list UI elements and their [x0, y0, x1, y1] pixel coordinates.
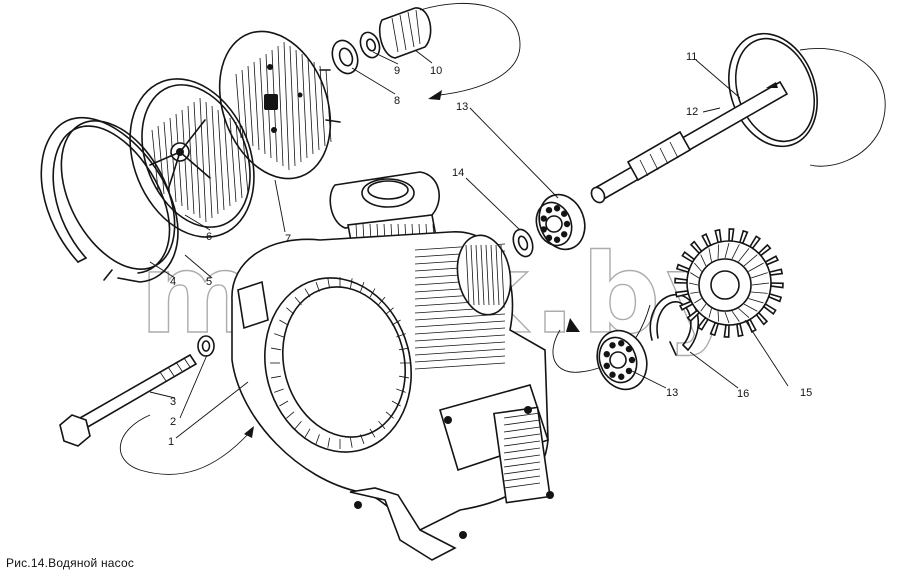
assembly-guide-line-top [419, 3, 521, 96]
callout-label-15: 15 [800, 387, 812, 399]
washer-small [331, 39, 359, 75]
callout-label-12: 12 [686, 106, 698, 118]
callout-label-9: 9 [394, 65, 400, 77]
washer [197, 335, 215, 357]
callout-label-3: 3 [170, 396, 176, 408]
callout-labels: 1 2 3 4 5 6 7 8 9 10 11 12 13 14 15 16 1… [168, 51, 812, 448]
callout-label-5: 5 [206, 276, 212, 288]
retaining-ring-large [40, 117, 179, 283]
callout-label-1: 1 [168, 436, 174, 448]
assembly-guide-line-left [119, 414, 251, 475]
pump-housing [231, 171, 554, 561]
gear [674, 228, 784, 338]
arrow-icon [428, 90, 442, 100]
callout-label-6: 6 [206, 231, 212, 243]
callout-label-16: 16 [737, 388, 749, 400]
callout-label-11: 11 [686, 51, 697, 63]
impeller [129, 78, 255, 238]
cover-plate [218, 30, 341, 180]
bearing-upper [535, 193, 586, 251]
callout-label-13-upper: 13 [456, 101, 468, 113]
assembly-guide-line-mid [552, 304, 651, 373]
spacer-ring [512, 228, 534, 258]
leader-lines [149, 49, 789, 439]
callout-label-14: 14 [452, 167, 464, 179]
figure-caption: Рис.14.Водяной насос [6, 556, 135, 570]
sleeve [378, 7, 432, 59]
arrow-icon [566, 318, 580, 332]
nut [359, 31, 381, 59]
callout-label-2: 2 [170, 416, 176, 428]
callout-label-8: 8 [394, 95, 400, 107]
bolt [59, 353, 198, 447]
bearing-lower [596, 329, 648, 391]
callout-label-10: 10 [430, 65, 442, 77]
callout-label-4: 4 [170, 276, 176, 288]
shaft [590, 80, 789, 204]
arrow-icon [244, 426, 254, 438]
assembly-guide-line-right [799, 48, 886, 167]
callout-label-13-lower: 13 [666, 387, 678, 399]
callout-label-7: 7 [285, 233, 291, 245]
o-ring [728, 32, 818, 148]
